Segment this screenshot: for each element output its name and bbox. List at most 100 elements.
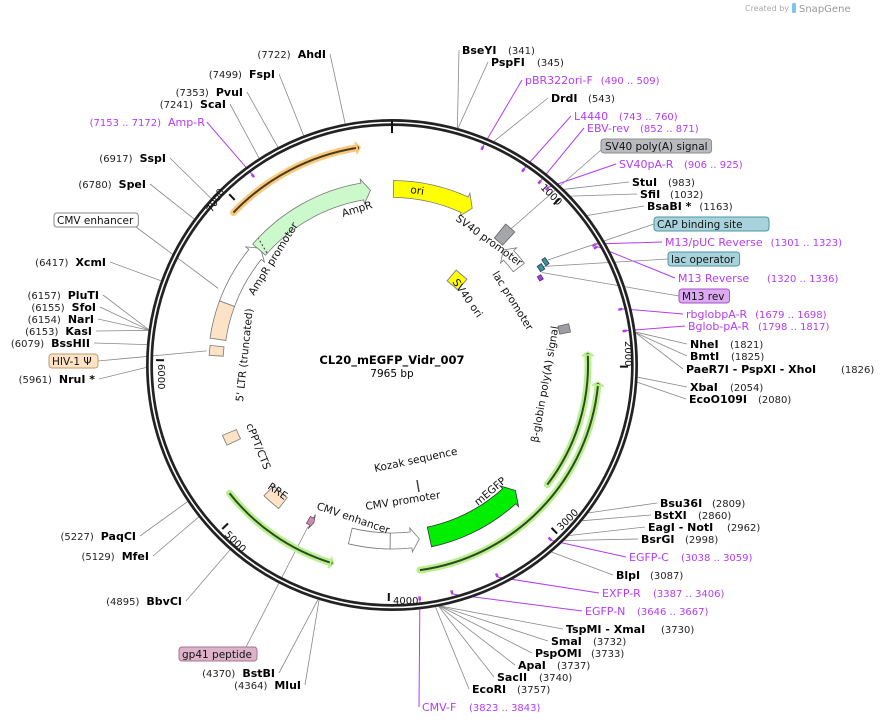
tick-label-2000: 2000 [622,341,633,366]
primer-leader-line [206,121,253,175]
enzyme-position: (345) [537,58,564,69]
primer-site[interactable]: EGFP-N(3646 .. 3667) [585,605,709,618]
enzyme-site[interactable]: AhdI(7722) [257,48,326,61]
enzyme-leader-line [637,381,687,400]
ampr-promoter-arrow [218,246,266,308]
enzyme-leader-line [440,605,549,642]
feature-leader-line [502,149,602,237]
enzyme-name: BstXI [654,509,687,522]
enzyme-site[interactable]: PspFI(345) [491,56,564,69]
primer-leader-line [595,241,663,245]
enzyme-site[interactable]: BsaBI *(1163) [647,200,733,213]
orf-arc-right-line [419,385,599,572]
enzyme-leader-line [229,103,260,159]
enzyme-leader-line [582,514,652,522]
primer-site[interactable]: SV40pA-R(906 .. 925) [619,158,743,171]
box-gp41-peptide[interactable]: gp41 peptide [178,646,258,662]
enzyme-site[interactable]: MfeI(5129) [81,550,149,563]
box-label: gp41 peptide [182,649,252,661]
enzyme-site[interactable]: EcoO109I(2080) [689,393,791,406]
cmv-promoter-arrow [389,526,420,554]
primer-site[interactable]: pBR322ori-F(490 .. 509) [525,74,660,87]
enzyme-site[interactable]: ApaI(3737) [518,659,590,672]
enzyme-site[interactable]: BssHII(6079) [11,337,90,350]
enzyme-site[interactable]: SfoI(6155) [31,301,96,314]
box-hiv1-psi[interactable]: HIV-1 Ψ [48,353,99,369]
enzyme-position: (4364) [234,681,267,692]
primer-site[interactable]: EXFP-R(3387 .. 3406) [602,587,725,600]
box-cmv-enhancer[interactable]: CMV enhancer [53,212,139,228]
enzyme-site[interactable]: BseYI(341) [462,44,535,57]
enzyme-site[interactable]: SspI(6917) [99,152,166,165]
enzyme-site[interactable]: SpeI(6780) [78,178,146,191]
enzyme-site[interactable]: XbaI(2054) [690,381,763,394]
enzyme-site[interactable]: PvuI(7353) [176,86,243,99]
enzyme-leader-line [139,501,188,537]
lac-operator-mark [536,263,546,273]
primer-name: EGFP-C [629,551,669,564]
primer-mark [494,572,499,578]
primer-site[interactable]: CMV-F(3823 .. 3843) [422,701,541,714]
enzyme-site[interactable]: ScaI(7241) [160,98,226,111]
enzyme-leader-line [304,599,320,686]
primer-site[interactable]: Bglob-pA-R(1798 .. 1817) [688,320,830,333]
box-background [667,251,741,267]
primer-site[interactable]: M13/pUC Reverse(1301 .. 1323) [665,236,842,249]
enzyme-position: (2809) [712,499,745,510]
enzyme-site[interactable]: FspI(7499) [209,68,275,81]
enzyme-site[interactable]: PluTI(6157) [27,289,99,302]
enzyme-site[interactable]: TspMI - XmaI(3730) [566,623,694,636]
enzyme-site[interactable]: SacII (3740) [497,671,572,684]
enzyme-site[interactable]: MluI(4364) [234,679,301,692]
enzyme-site[interactable]: Bsu36I(2809) [660,497,745,510]
primer-site[interactable]: rbglobpA-R(1679 .. 1698) [686,308,827,321]
enzyme-site[interactable]: NarI(6154) [28,313,94,326]
primer-range: (852 .. 871) [640,124,699,135]
box-lac-operator[interactable]: lac operator [667,251,741,267]
primer-site[interactable]: EGFP-C (3038 .. 3059) [629,551,753,564]
primer-mark [593,245,598,250]
primer-range: (3646 .. 3667) [637,607,709,618]
enzyme-site[interactable]: BsrGI (2998) [641,533,718,546]
primer-leader-line [551,539,627,558]
enzyme-leader-line [564,181,630,190]
enzyme-leader-line [278,73,304,136]
box-m13-rev[interactable]: M13 rev [678,288,731,304]
enzyme-position: (2998) [685,535,718,546]
enzyme-site[interactable]: EagI - NotI(2962) [648,521,760,534]
primer-site[interactable]: M13 Reverse(1320 .. 1336) [678,272,839,285]
enzyme-position: (3740) [539,673,572,684]
enzyme-site[interactable]: KasI(6153) [25,325,92,338]
enzyme-site[interactable]: NheI(1821) [690,338,763,351]
primer-site[interactable]: L4440(743 .. 760) [574,110,678,123]
enzyme-site[interactable]: BlpI(3087) [616,569,683,582]
box-cap-binding-site[interactable]: CAP binding site [653,216,770,232]
enzyme-leader-line [569,526,646,536]
enzyme-site[interactable]: XcmI(6417) [35,256,106,269]
primer-site[interactable]: Amp-R(7153 .. 7172) [90,116,206,129]
enzyme-site[interactable]: BstXI(2860) [654,509,731,522]
enzyme-site[interactable]: BmtI(1825) [690,350,764,363]
primer-range: (3038 .. 3059) [681,553,753,564]
enzyme-site[interactable]: BstBI(4370) [202,667,275,680]
enzyme-site[interactable]: SfiI(1032) [640,188,703,201]
enzyme-name: SacII [497,671,527,684]
enzyme-site[interactable]: PaqCI(5227) [61,530,137,543]
gp41-arrow [305,514,316,529]
enzyme-site[interactable]: NruI *(5961) [19,373,96,386]
enzyme-name: SfiI [640,188,660,201]
enzyme-name: BsrGI [641,533,674,546]
primer-name: M13/pUC Reverse [665,236,763,249]
enzyme-site[interactable]: PspOMI(3733) [535,647,624,660]
enzyme-site[interactable]: EcoRI(3757) [472,683,550,696]
enzyme-site[interactable]: PaeR7I - PspXI - XhoI(1826) [686,363,874,376]
enzyme-position: (4895) [106,597,139,608]
enzyme-site[interactable]: SmaI(3732) [551,635,626,648]
enzyme-site[interactable]: BbvCI(4895) [106,595,182,608]
enzyme-site[interactable]: DrdI(543) [551,92,615,105]
enzyme-position: (2962) [727,523,760,534]
enzyme-site[interactable]: StuI(983) [632,176,695,189]
enzyme-position: (1825) [731,352,764,363]
box-sv40-polya[interactable]: SV40 poly(A) signal [600,138,713,154]
primer-site[interactable]: EBV-rev(852 .. 871) [587,122,699,135]
